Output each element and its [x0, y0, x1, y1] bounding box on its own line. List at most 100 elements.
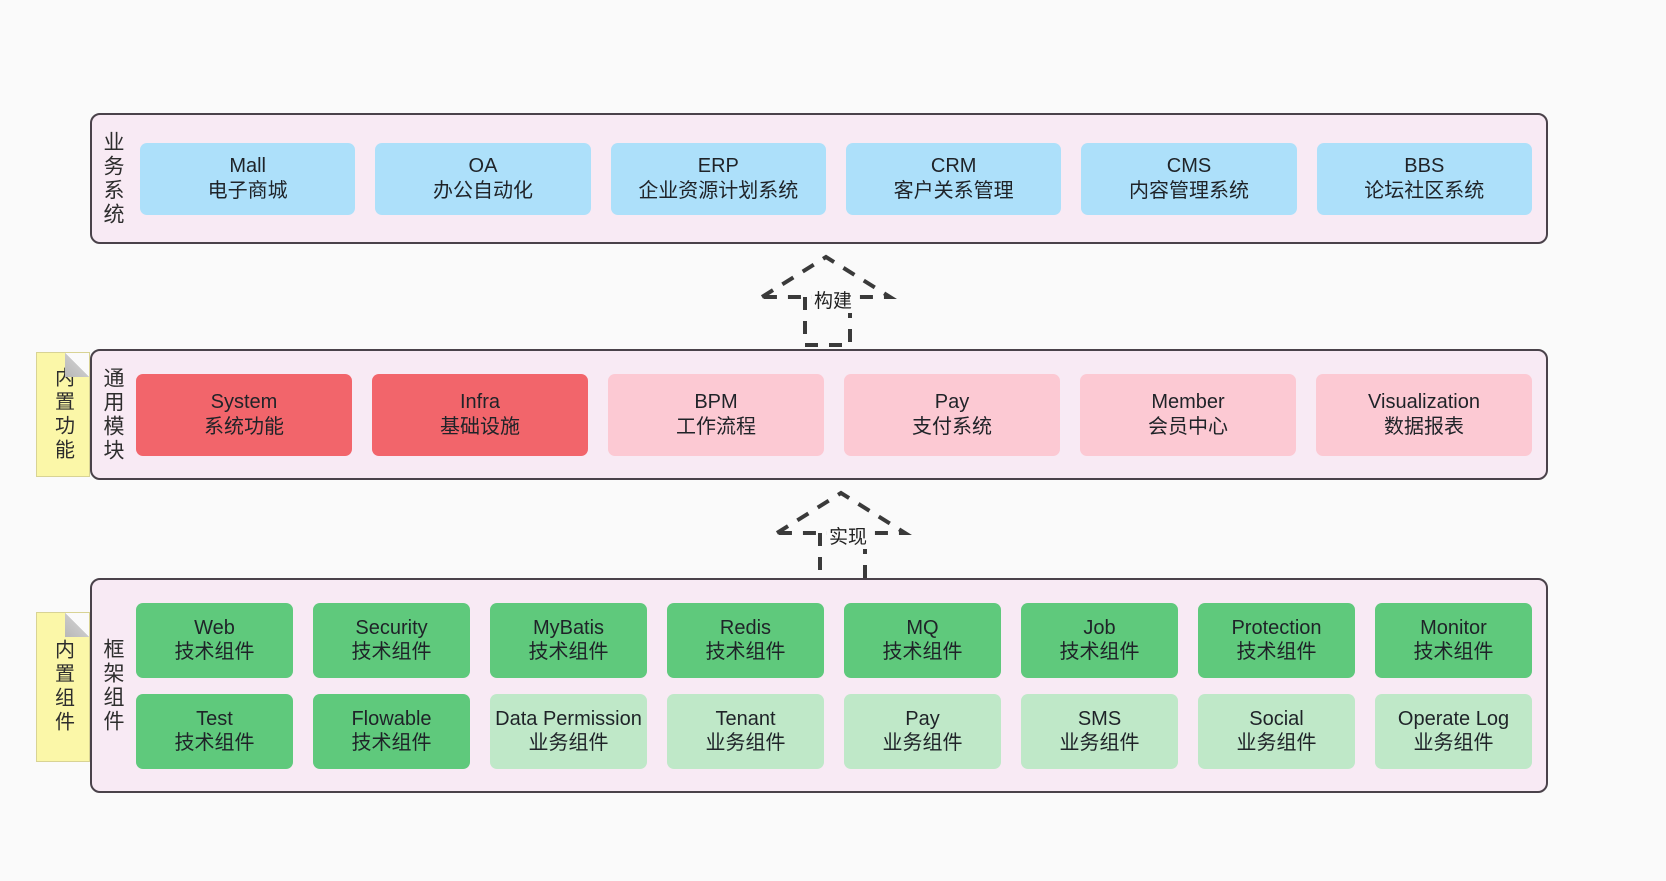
- box-web[interactable]: Web 技术组件: [136, 602, 293, 678]
- box-infra-en: Infra: [459, 391, 501, 414]
- box-crm-en: CRM: [930, 155, 977, 178]
- box-mq[interactable]: MQ 技术组件: [844, 602, 1001, 678]
- layer-common-modules: 通用模块 System 系统功能 Infra 基础设施 BPM 工作流程 Pay…: [90, 349, 1548, 480]
- box-oa[interactable]: OA 办公自动化: [375, 142, 591, 215]
- box-protection-en: Protection: [1231, 616, 1322, 639]
- box-sms-cn: 业务组件: [1059, 732, 1140, 754]
- arrow-implement-head: [770, 490, 912, 535]
- box-data-permission-en: Data Permission: [495, 707, 642, 730]
- box-infra[interactable]: Infra 基础设施: [372, 373, 588, 456]
- box-bpm-en: BPM: [694, 391, 738, 414]
- box-job[interactable]: Job 技术组件: [1021, 602, 1178, 678]
- box-bbs-cn: 论坛社区系统: [1364, 179, 1485, 202]
- box-flowable-cn: 技术组件: [351, 732, 432, 754]
- box-bbs[interactable]: BBS 论坛社区系统: [1316, 142, 1532, 215]
- box-job-cn: 技术组件: [1059, 641, 1140, 663]
- box-pay-component-cn: 业务组件: [882, 732, 963, 754]
- arrow-implement: 实现: [765, 488, 945, 583]
- box-social-cn: 业务组件: [1236, 732, 1317, 754]
- box-data-permission-cn: 业务组件: [528, 732, 609, 754]
- box-security-cn: 技术组件: [351, 641, 432, 663]
- box-operate-log[interactable]: Operate Log 业务组件: [1375, 693, 1532, 769]
- box-erp-en: ERP: [697, 155, 739, 178]
- box-security-en: Security: [355, 616, 428, 639]
- box-member-cn: 会员中心: [1148, 415, 1228, 438]
- box-protection-cn: 技术组件: [1236, 641, 1317, 663]
- box-erp-cn: 企业资源计划系统: [638, 179, 799, 202]
- box-crm-cn: 客户关系管理: [893, 179, 1014, 202]
- box-bbs-en: BBS: [1404, 155, 1445, 178]
- box-social[interactable]: Social 业务组件: [1198, 693, 1355, 769]
- box-mq-en: MQ: [906, 616, 939, 639]
- box-redis-en: Redis: [719, 616, 772, 639]
- box-mall-cn: 电子商城: [207, 179, 288, 202]
- box-member[interactable]: Member 会员中心: [1080, 373, 1296, 456]
- box-pay-component[interactable]: Pay 业务组件: [844, 693, 1001, 769]
- box-erp[interactable]: ERP 企业资源计划系统: [610, 142, 826, 215]
- layer-framework-body: Web 技术组件 Security 技术组件 MyBatis 技术组件 Redi…: [132, 580, 1546, 791]
- box-pay-module[interactable]: Pay 支付系统: [844, 373, 1060, 456]
- box-cms-cn: 内容管理系统: [1128, 179, 1249, 202]
- arrow-build-head: [755, 254, 897, 299]
- box-system[interactable]: System 系统功能: [136, 373, 352, 456]
- box-redis[interactable]: Redis 技术组件: [667, 602, 824, 678]
- framework-row-tech: Web 技术组件 Security 技术组件 MyBatis 技术组件 Redi…: [136, 602, 1532, 678]
- box-cms-en: CMS: [1166, 155, 1212, 178]
- box-social-en: Social: [1249, 707, 1304, 730]
- box-sms-en: SMS: [1077, 707, 1122, 730]
- box-crm[interactable]: CRM 客户关系管理: [845, 142, 1062, 215]
- common-row: System 系统功能 Infra 基础设施 BPM 工作流程 Pay 支付系统…: [136, 373, 1532, 456]
- sticky-fold-corner-icon: [65, 613, 89, 637]
- box-oa-cn: 办公自动化: [432, 179, 533, 202]
- box-web-en: Web: [194, 616, 235, 639]
- box-mybatis[interactable]: MyBatis 技术组件: [490, 602, 647, 678]
- box-web-cn: 技术组件: [174, 641, 255, 663]
- layer-business-title: 业务系统: [101, 130, 124, 227]
- sticky-note-builtin-features: 内置功能: [36, 352, 90, 477]
- box-member-en: Member: [1151, 391, 1225, 414]
- box-protection[interactable]: Protection 技术组件: [1198, 602, 1355, 678]
- layer-common-title: 通用模块: [101, 366, 124, 463]
- box-cms[interactable]: CMS 内容管理系统: [1081, 142, 1297, 215]
- box-data-permission[interactable]: Data Permission 业务组件: [490, 693, 647, 769]
- box-visualization[interactable]: Visualization 数据报表: [1316, 373, 1532, 456]
- box-mybatis-cn: 技术组件: [528, 641, 609, 663]
- box-visualization-cn: 数据报表: [1384, 415, 1464, 438]
- box-system-en: System: [210, 391, 278, 414]
- box-flowable-en: Flowable: [351, 707, 432, 730]
- arrow-build-shaft: [803, 297, 852, 347]
- box-test-en: Test: [196, 707, 233, 730]
- box-flowable[interactable]: Flowable 技术组件: [313, 693, 470, 769]
- sticky-fold-corner-icon: [65, 353, 89, 377]
- box-test[interactable]: Test 技术组件: [136, 693, 293, 769]
- sticky-note-builtin-components-label: 内置组件: [51, 639, 74, 735]
- sticky-note-builtin-components: 内置组件: [36, 612, 90, 762]
- sticky-note-builtin-features-label: 内置功能: [51, 366, 74, 463]
- box-mall[interactable]: Mall 电子商城: [140, 142, 356, 215]
- box-mq-cn: 技术组件: [882, 641, 963, 663]
- layer-business-body: Mall 电子商城 OA 办公自动化 ERP 企业资源计划系统 CRM 客户关系…: [132, 115, 1546, 242]
- box-mybatis-en: MyBatis: [532, 616, 605, 639]
- box-operate-log-en: Operate Log: [1397, 707, 1510, 730]
- box-security[interactable]: Security 技术组件: [313, 602, 470, 678]
- box-tenant[interactable]: Tenant 业务组件: [667, 693, 824, 769]
- box-job-en: Job: [1083, 616, 1116, 639]
- box-pay-component-en: Pay: [905, 707, 940, 730]
- box-pay-module-en: Pay: [934, 391, 970, 414]
- box-visualization-en: Visualization: [1368, 391, 1480, 414]
- layer-common-body: System 系统功能 Infra 基础设施 BPM 工作流程 Pay 支付系统…: [132, 351, 1546, 478]
- layer-business-systems: 业务系统 Mall 电子商城 OA 办公自动化 ERP 企业资源计划系统 CRM…: [90, 113, 1548, 244]
- box-sms[interactable]: SMS 业务组件: [1021, 693, 1178, 769]
- framework-row-business: Test 技术组件 Flowable 技术组件 Data Permission …: [136, 693, 1532, 769]
- box-monitor-cn: 技术组件: [1413, 641, 1494, 663]
- box-infra-cn: 基础设施: [440, 415, 520, 438]
- box-system-cn: 系统功能: [204, 415, 284, 438]
- layer-framework-title: 框架组件: [101, 637, 124, 734]
- box-operate-log-cn: 业务组件: [1413, 732, 1494, 754]
- box-tenant-en: Tenant: [715, 707, 776, 730]
- box-bpm[interactable]: BPM 工作流程: [608, 373, 824, 456]
- arrow-build-label: 构建: [812, 286, 855, 313]
- box-monitor[interactable]: Monitor 技术组件: [1375, 602, 1532, 678]
- box-pay-module-cn: 支付系统: [912, 415, 992, 438]
